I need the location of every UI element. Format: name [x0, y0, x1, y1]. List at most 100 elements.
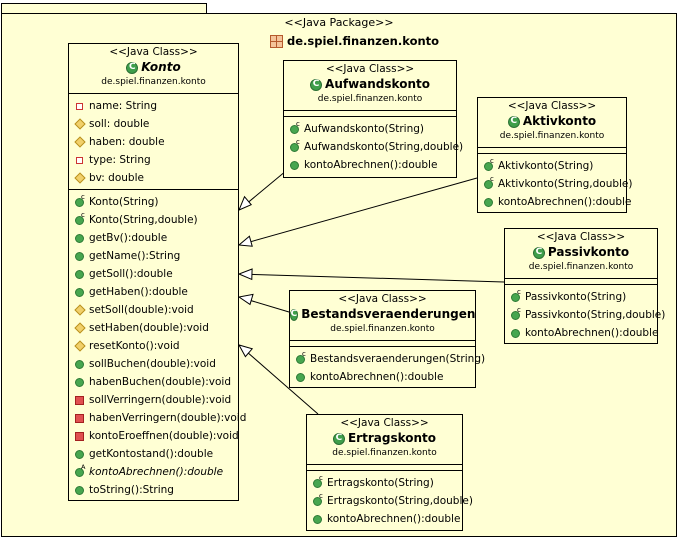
- class-stereotype: <<Java Class>>: [338, 293, 427, 305]
- methods-compartment: Aktivkonto(String) Aktivkonto(String,dou…: [478, 154, 633, 213]
- method-row[interactable]: getHaben():double: [69, 283, 238, 301]
- class-name: Bestandsveraenderungen: [301, 307, 476, 321]
- method-label: Aktivkonto(String): [498, 160, 594, 172]
- public-constructor-icon: [484, 175, 494, 189]
- class-name: Ertragskonto: [347, 431, 437, 445]
- methods-compartment: Bestandsveraenderungen(String) kontoAbre…: [290, 347, 485, 388]
- public-method-icon: [511, 328, 520, 338]
- method-row[interactable]: sollVerringern(double):void: [69, 391, 238, 409]
- method-row[interactable]: getKontostand():double: [69, 445, 238, 463]
- public-method-icon: [75, 485, 84, 495]
- public-constructor-icon: [75, 193, 85, 207]
- method-label: habenVerringern(double):void: [89, 412, 247, 424]
- package-title: de.spiel.finanzen.konto: [270, 33, 439, 49]
- method-row[interactable]: kontoEroeffnen(double):void: [69, 427, 239, 445]
- method-row[interactable]: getSoll():double: [69, 265, 238, 283]
- public-method-icon: [75, 287, 84, 297]
- class-stereotype: <<Java Class>>: [536, 231, 626, 243]
- public-method-icon: [75, 449, 84, 459]
- public-method-icon: [484, 197, 493, 207]
- methods-compartment: Aufwandskonto(String) Aufwandskonto(Stri…: [284, 117, 463, 176]
- public-method-icon: [290, 160, 299, 170]
- method-label: habenBuchen(double):void: [89, 376, 232, 388]
- method-row[interactable]: resetKonto():void: [69, 337, 238, 355]
- method-row[interactable]: kontoAbrechnen():double: [478, 193, 631, 211]
- method-row[interactable]: habenVerringern(double):void: [69, 409, 246, 427]
- method-row[interactable]: Ertragskonto(String,double): [307, 492, 473, 510]
- field-row[interactable]: name: String: [69, 97, 238, 115]
- method-row[interactable]: getName():String: [69, 247, 238, 265]
- field-row[interactable]: haben: double: [69, 133, 238, 151]
- method-row[interactable]: kontoAbrechnen():double: [307, 510, 462, 528]
- method-label: getBv():double: [89, 232, 168, 244]
- method-row[interactable]: Aktivkonto(String,double): [478, 175, 633, 193]
- private-field-icon: [76, 102, 83, 110]
- method-row[interactable]: Passivkonto(String,double): [505, 306, 665, 324]
- method-row[interactable]: kontoAbrechnen():double: [505, 324, 658, 342]
- edge-aktivkonto-konto: [238, 177, 478, 246]
- public-method-icon: [75, 233, 84, 243]
- method-row[interactable]: getBv():double: [69, 229, 238, 247]
- arrowhead-aktivkonto: [237, 235, 253, 247]
- class-name: Passivkonto: [547, 245, 630, 259]
- method-row[interactable]: Bestandsveraenderungen(String): [290, 350, 485, 368]
- class-package: de.spiel.finanzen.konto: [528, 262, 634, 272]
- field-label: name: String: [89, 100, 157, 112]
- method-row[interactable]: kontoAbrechnen():double: [69, 463, 238, 481]
- abstract-method-icon: [75, 463, 85, 477]
- public-method-icon: [313, 514, 322, 524]
- protected-method-icon: [74, 340, 86, 352]
- method-row[interactable]: habenBuchen(double):void: [69, 373, 238, 391]
- package-name: de.spiel.finanzen.konto: [287, 34, 440, 48]
- public-constructor-icon: [290, 120, 300, 134]
- field-row[interactable]: type: String: [69, 151, 238, 169]
- methods-compartment: Konto(String) Konto(String,double) getBv…: [69, 190, 246, 501]
- public-constructor-icon: [313, 492, 323, 506]
- method-label: Konto(String,double): [89, 214, 198, 226]
- fields-compartment: [307, 465, 462, 471]
- class-icon: C: [532, 246, 545, 259]
- fields-compartment: [284, 111, 456, 117]
- public-method-icon: [296, 372, 305, 382]
- method-label: kontoEroeffnen(double):void: [89, 430, 239, 442]
- method-row[interactable]: setHaben(double):void: [69, 319, 238, 337]
- class-package: de.spiel.finanzen.konto: [499, 131, 605, 141]
- method-row[interactable]: sollBuchen(double):void: [69, 355, 238, 373]
- public-constructor-icon: [484, 157, 494, 171]
- method-row[interactable]: kontoAbrechnen():double: [284, 156, 456, 174]
- field-label: soll: double: [89, 118, 150, 130]
- method-label: toString():String: [89, 484, 174, 496]
- arrowhead-bestandsveraenderungen: [237, 293, 254, 306]
- method-label: Aktivkonto(String,double): [498, 178, 633, 190]
- method-row[interactable]: Ertragskonto(String): [307, 474, 462, 492]
- public-method-icon: [75, 377, 84, 387]
- method-row[interactable]: kontoAbrechnen():double: [290, 368, 475, 386]
- method-row[interactable]: Konto(String): [69, 193, 238, 211]
- method-label: sollBuchen(double):void: [89, 358, 216, 370]
- method-row[interactable]: Aufwandskonto(String): [284, 120, 456, 138]
- method-label: setSoll(double):void: [89, 304, 194, 316]
- method-row[interactable]: toString():String: [69, 481, 238, 499]
- arrowhead-ertragskonto: [237, 344, 254, 358]
- method-row[interactable]: Konto(String,double): [69, 211, 238, 229]
- method-label: getKontostand():double: [89, 448, 214, 460]
- field-row[interactable]: bv: double: [69, 169, 238, 187]
- field-row[interactable]: soll: double: [69, 115, 238, 133]
- method-row[interactable]: setSoll(double):void: [69, 301, 238, 319]
- class-name: Konto: [141, 60, 181, 74]
- method-label: Ertragskonto(String): [327, 477, 434, 489]
- method-row[interactable]: Aktivkonto(String): [478, 157, 626, 175]
- class-package: de.spiel.finanzen.konto: [332, 448, 437, 458]
- method-label: resetKonto():void: [89, 340, 180, 352]
- protected-method-icon: [74, 322, 86, 334]
- method-label: getName():String: [89, 250, 181, 262]
- method-row[interactable]: Aufwandskonto(String,double): [284, 138, 463, 156]
- method-row[interactable]: Passivkonto(String): [505, 288, 657, 306]
- protected-field-icon: [74, 118, 86, 130]
